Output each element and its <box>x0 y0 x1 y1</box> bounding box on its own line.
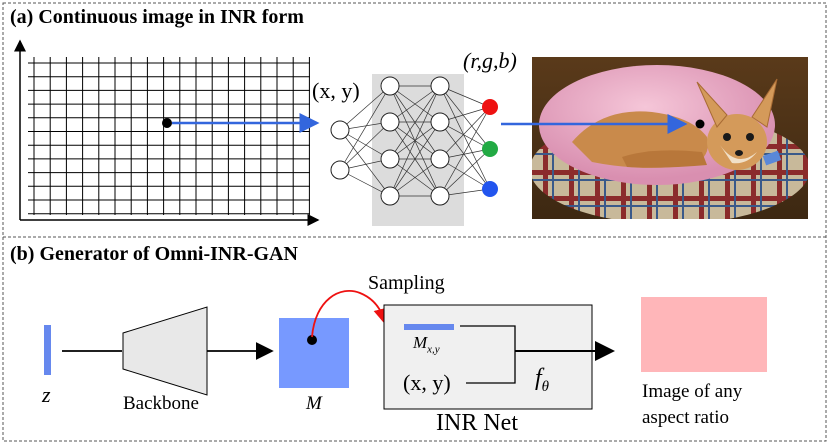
latent-z-bar <box>44 325 51 375</box>
xy-connector <box>466 351 516 384</box>
dog-eye-left <box>723 133 731 141</box>
m-label: M <box>306 393 322 414</box>
continuous-grid <box>14 39 320 226</box>
xy-label: (x, y) <box>403 370 451 395</box>
hidden-node <box>380 186 400 206</box>
output-node <box>482 99 498 115</box>
dog-muzzle <box>720 145 757 164</box>
dog-leg <box>622 150 707 168</box>
mxy-label: Mx,y <box>413 333 440 355</box>
network-edge <box>439 158 491 190</box>
inr-net-box <box>383 304 593 410</box>
network-edge <box>439 106 491 160</box>
f-theta-label: fθ <box>535 365 549 396</box>
grid-lines <box>28 57 310 215</box>
sampling-arrow <box>311 290 390 338</box>
photo-sample-point <box>695 119 705 129</box>
mxy-bar <box>404 324 454 330</box>
hidden-node <box>380 149 400 169</box>
network-edge <box>389 121 441 197</box>
network-edge <box>389 85 441 123</box>
output-caption-line1: Image of any <box>642 381 743 402</box>
network-edge <box>339 129 391 160</box>
z-label: z <box>42 382 51 407</box>
f-label-sub: θ <box>541 378 550 395</box>
hidden-node <box>380 76 400 96</box>
backbone-label: Backbone <box>123 393 199 414</box>
mxy-connector <box>460 325 516 351</box>
network-edge <box>339 85 391 131</box>
mxy-label-sub: x,y <box>427 343 440 356</box>
network-edge <box>339 85 391 171</box>
output-node <box>482 141 498 157</box>
output-rgb-label: (r,g,b) <box>463 48 517 73</box>
hidden-node <box>430 112 450 132</box>
network-edge <box>389 85 441 160</box>
output-caption: Image of any aspect ratio <box>642 379 742 431</box>
sample-point <box>162 118 172 128</box>
sampling-label: Sampling <box>368 272 445 294</box>
panel-b-title: (b) Generator of Omni-INR-GAN <box>10 243 298 265</box>
generator-diagram <box>44 290 767 410</box>
dog-right-ear <box>751 78 778 128</box>
network-edge <box>439 121 491 190</box>
input-node <box>330 160 350 180</box>
network-edge <box>389 85 441 197</box>
hidden-node <box>430 186 450 206</box>
network-edge <box>389 158 441 197</box>
bed-tag <box>762 150 782 166</box>
dog-left-ear <box>696 81 728 128</box>
network-edge <box>439 106 491 197</box>
hidden-node <box>430 149 450 169</box>
feature-map-m <box>279 318 349 388</box>
backbone-block <box>122 306 208 396</box>
feature-map-sample-point <box>307 335 317 345</box>
network-edge <box>439 148 491 197</box>
network-nodes <box>330 76 498 206</box>
dog-nose <box>735 150 743 156</box>
output-caption-line2: aspect ratio <box>642 407 730 428</box>
network-edge <box>439 85 491 150</box>
input-coord-label: (x, y) <box>312 78 360 103</box>
f-label-main: f <box>535 365 542 391</box>
dog-eye-right <box>746 133 754 141</box>
hidden-node <box>430 76 450 96</box>
mxy-label-main: M <box>413 333 428 352</box>
mlp-network <box>330 74 498 226</box>
network-edge <box>439 85 491 190</box>
output-image <box>641 297 767 372</box>
output-node <box>482 181 498 197</box>
network-edge <box>339 121 391 171</box>
panel-a-title: (a) Continuous image in INR form <box>10 6 304 28</box>
rgb-to-photo-arrow <box>501 114 688 134</box>
hidden-node <box>380 112 400 132</box>
inr-net-label: INR Net <box>436 410 518 436</box>
input-node <box>330 120 350 140</box>
network-edge <box>339 129 391 197</box>
